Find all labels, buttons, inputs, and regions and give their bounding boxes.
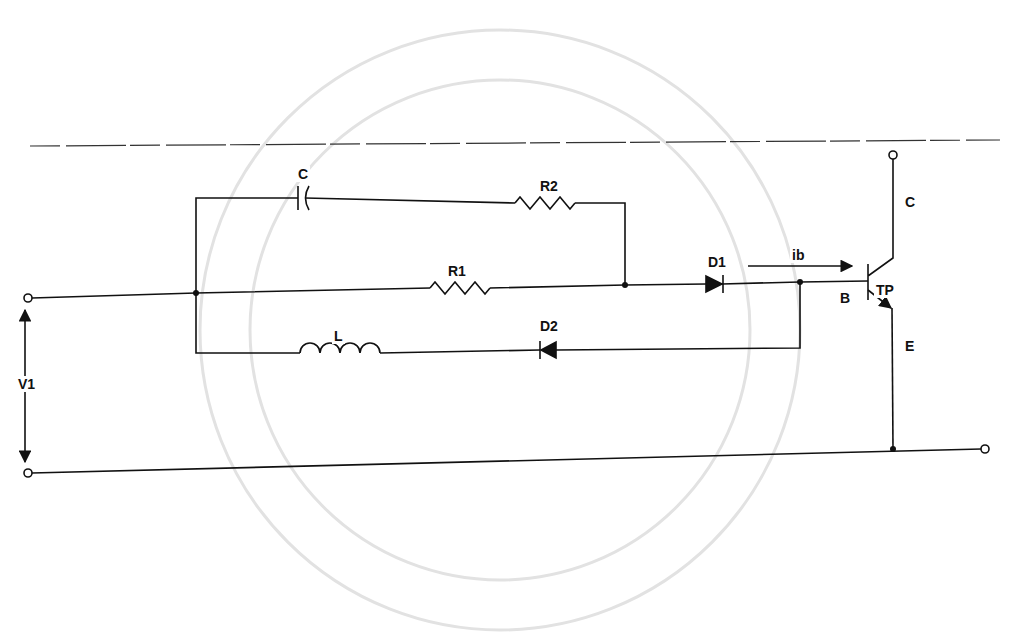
wire [892, 308, 893, 449]
diode-symbol [706, 275, 723, 293]
wire [196, 198, 298, 293]
resistor-label: R2 [538, 178, 560, 194]
current-arrow [748, 265, 852, 267]
capacitor-label: C [296, 166, 310, 182]
junction-dot [193, 279, 896, 452]
diode-symbol [540, 341, 556, 359]
wire [32, 449, 981, 473]
inductor-symbol [300, 343, 380, 353]
transistor-symbol [868, 159, 893, 300]
resistor-label: R1 [446, 263, 468, 279]
resistor-symbol [430, 282, 490, 294]
scan-line [30, 140, 1000, 146]
wire [196, 293, 300, 353]
inductor-label: L [332, 328, 345, 344]
wire [575, 203, 625, 285]
wire [490, 284, 706, 288]
voltage-label: V1 [16, 376, 37, 392]
diode-label: D2 [538, 318, 560, 334]
diode-label: D1 [706, 254, 728, 270]
wire [32, 288, 430, 298]
wire [722, 281, 868, 284]
seal-watermark [200, 30, 800, 630]
wire [556, 282, 800, 350]
wire [305, 198, 515, 203]
wire [380, 350, 540, 353]
terminal [24, 151, 989, 477]
pin-label: B [838, 290, 852, 306]
resistor-symbol [515, 197, 575, 209]
transistor-label: TP [874, 282, 896, 298]
pin-label: C [903, 194, 917, 210]
current-label: ib [790, 247, 806, 263]
pin-label: E [903, 338, 916, 354]
